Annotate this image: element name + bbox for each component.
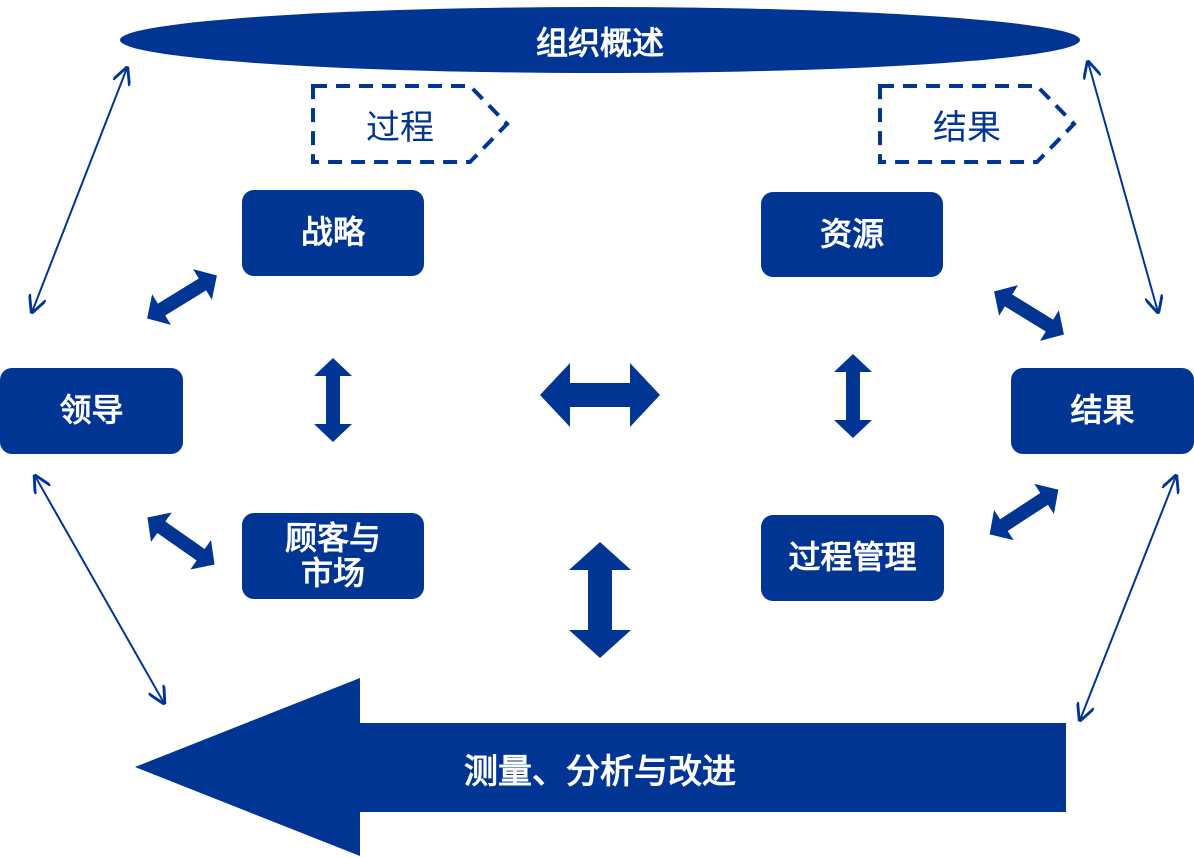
measure-label: 测量、分析与改进 — [464, 751, 736, 792]
process-management-label: 过程管理 — [788, 538, 917, 577]
process-management-box: 过程管理 — [761, 515, 944, 601]
overview-label: 组织概述 — [535, 24, 664, 62]
thin-arrow-overview-leadership — [32, 68, 127, 312]
leadership-label: 领导 — [59, 391, 124, 430]
result-chevron — [878, 84, 1077, 164]
arrow-resources-results — [994, 285, 1064, 341]
thin-arrow-overview-results — [1088, 62, 1158, 312]
arrow-leadership-strategy — [147, 269, 217, 325]
arrow-center-horizontal — [540, 363, 660, 427]
customer-label-line1: 顾客与 — [284, 518, 381, 557]
arrow-resources-process — [834, 354, 872, 438]
results-label: 结果 — [1070, 391, 1135, 430]
strategy-box: 战略 — [242, 190, 424, 276]
process-flow-label: 过程 — [366, 107, 434, 148]
customer-label-line2: 市场 — [300, 554, 365, 592]
arrow-process-results — [989, 483, 1059, 541]
thin-arrow-leadership-measure — [35, 476, 164, 703]
arrow-strategy-customer — [314, 358, 352, 442]
strategy-label: 战略 — [300, 213, 365, 252]
resources-label: 资源 — [819, 214, 884, 253]
arrow-center-vertical — [569, 542, 631, 658]
leadership-box: 领导 — [0, 368, 183, 454]
thin-arrow-results-measure — [1080, 476, 1176, 720]
customer-market-box: 顾客与 市场 — [242, 513, 424, 599]
resources-box: 资源 — [761, 192, 943, 277]
overview-ellipse — [120, 7, 1080, 73]
measure-big-arrow — [135, 678, 1066, 856]
arrow-leadership-customer — [147, 512, 215, 570]
result-flow-label: 结果 — [933, 107, 1001, 148]
process-chevron — [311, 84, 510, 164]
results-box: 结果 — [1011, 368, 1194, 454]
